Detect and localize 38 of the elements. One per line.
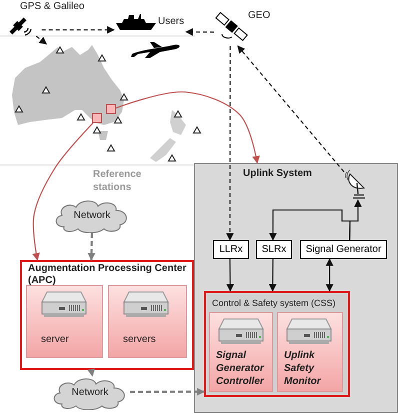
server-card [209,312,273,392]
dashed-arrow [130,388,205,396]
dashed-arrow [87,368,95,377]
arrow [226,259,234,292]
server-label: Uplink Safety Monitor [284,349,322,388]
cloud-label: Network [70,387,110,399]
dashed-arrow [36,36,48,44]
panel-title: Augmentation Processing Center (APC) [28,263,188,287]
satellite-label: GPS & Galileo [20,1,84,13]
station-marker [92,113,102,123]
arrow [32,122,94,261]
arrow [268,259,277,292]
server-label: server [41,334,69,346]
dashed-arrow [88,232,96,261]
server-card [277,312,343,392]
map-caption: Reference stations [93,168,142,194]
station-marker [106,104,116,114]
panel-title: Uplink System [243,168,312,180]
process-box: LLRx [213,240,249,259]
system-panel [204,291,350,397]
system-panel [194,163,398,413]
server-card [108,285,187,358]
panel-title: Control & Safety system (CSS) [212,297,336,309]
arrow [326,258,334,292]
server-card [26,285,103,358]
users-label: Users [158,16,184,28]
process-box: SLRx [256,240,292,259]
dashed-arrow [226,46,234,241]
server-label: servers [123,334,156,346]
process-box: Signal Generator [300,240,387,259]
dashed-arrow [237,45,344,172]
dashed-arrow [42,26,115,34]
system-panel [20,260,194,370]
server-label: Signal Generator Controller [216,349,266,388]
dashed-arrow [185,28,214,36]
arrow [269,209,351,241]
cloud-label: Network [72,210,112,222]
satellite-label: GEO [248,10,270,22]
